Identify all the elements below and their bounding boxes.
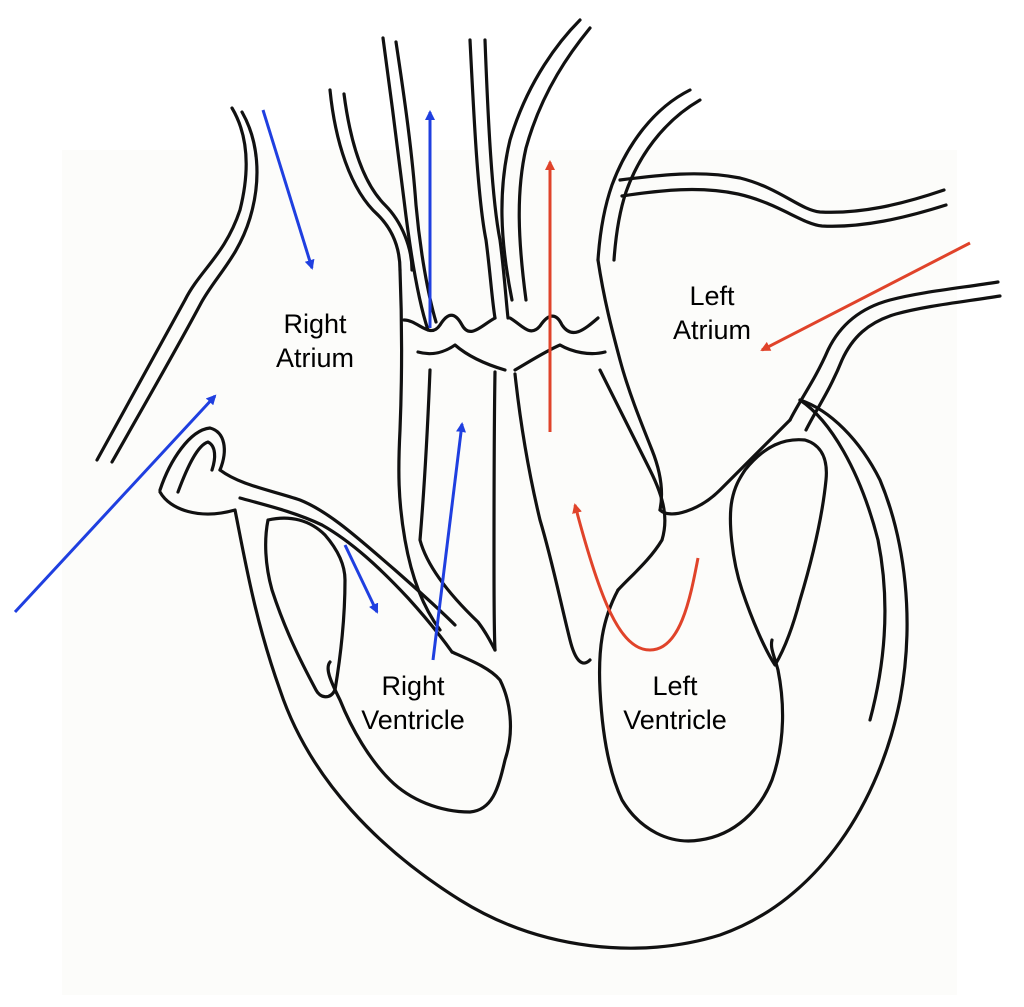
label-right-ventricle-line1: Right [381,671,445,701]
heart-outline [95,18,1002,950]
left-subclavian-inner [612,98,702,262]
inferior-vena-cava-inner [176,440,217,494]
arrow-pulmonary-vein-inflow [760,241,971,352]
interventricular-septum-left [418,368,497,652]
arrow-superior-vena-cava-inflow [261,109,315,270]
blood-flow-arrows [13,109,971,661]
left-ventricle-chamber [597,588,785,843]
pulmonary-vein-upper-inner [620,187,948,228]
brachiocephalic-outer [328,88,402,272]
arrow-right-ventricle-to-pulmonary [431,422,466,661]
superior-vena-cava-inner [110,110,259,464]
label-left-ventricle-line2: Ventricle [623,705,727,735]
aortic-valve [508,314,600,335]
left-atrium-lower [658,418,792,516]
label-left-atrium-line1: Left [689,281,735,311]
left-subclavian-outer [596,88,692,262]
label-left-ventricle: Left Ventricle [623,669,727,737]
valve-base-left [416,343,507,372]
valve-base-right [513,343,607,372]
aorta-left-branch [381,36,430,332]
label-left-atrium-line2: Atrium [672,315,752,345]
right-atrium-floor [218,468,457,627]
pulmonary-trunk-left [468,38,497,320]
pulmonary-trunk-right [483,38,510,320]
arrow-inferior-vena-cava-inflow [13,394,217,614]
label-right-ventricle-line2: Ventricle [361,705,465,735]
arrow-left-ventricle-to-aorta [572,503,700,652]
pulmonary-vein-lower-inner [804,294,1002,432]
label-right-atrium-line1: Right [283,309,347,339]
left-heart-outer-wall [798,398,887,722]
label-left-atrium: Left Atrium [673,279,751,347]
label-right-ventricle: Right Ventricle [361,669,465,737]
right-ventricle-chamber [326,650,513,814]
pulmonary-valve [402,313,497,333]
left-carotid-outer [500,18,582,302]
label-right-atrium-line2: Atrium [275,343,355,373]
aorta-left-branch-inner [394,40,438,324]
left-carotid-inner [517,26,592,302]
right-heart-outer-wall [158,398,909,950]
left-atrium-wall [596,258,664,512]
superior-vena-cava-outer [95,106,248,462]
interventricular-septum-left-wall [492,370,497,652]
interventricular-septum-right-wall [513,372,592,665]
label-left-ventricle-line1: Left [652,671,698,701]
brachiocephalic-inner [342,92,414,272]
arrow-right-atrium-to-ventricle [343,544,379,614]
pulmonary-vein-lower-outer [788,280,1000,422]
tricuspid-leaflet [264,516,347,699]
right-atrium-wall [397,268,442,632]
pulmonary-vein-upper-outer [618,172,946,214]
inferior-vena-cava [158,426,226,492]
right-atrium-floor-inner [238,496,454,654]
mitral-leaflet [728,438,828,667]
label-right-atrium: Right Atrium [276,307,354,375]
